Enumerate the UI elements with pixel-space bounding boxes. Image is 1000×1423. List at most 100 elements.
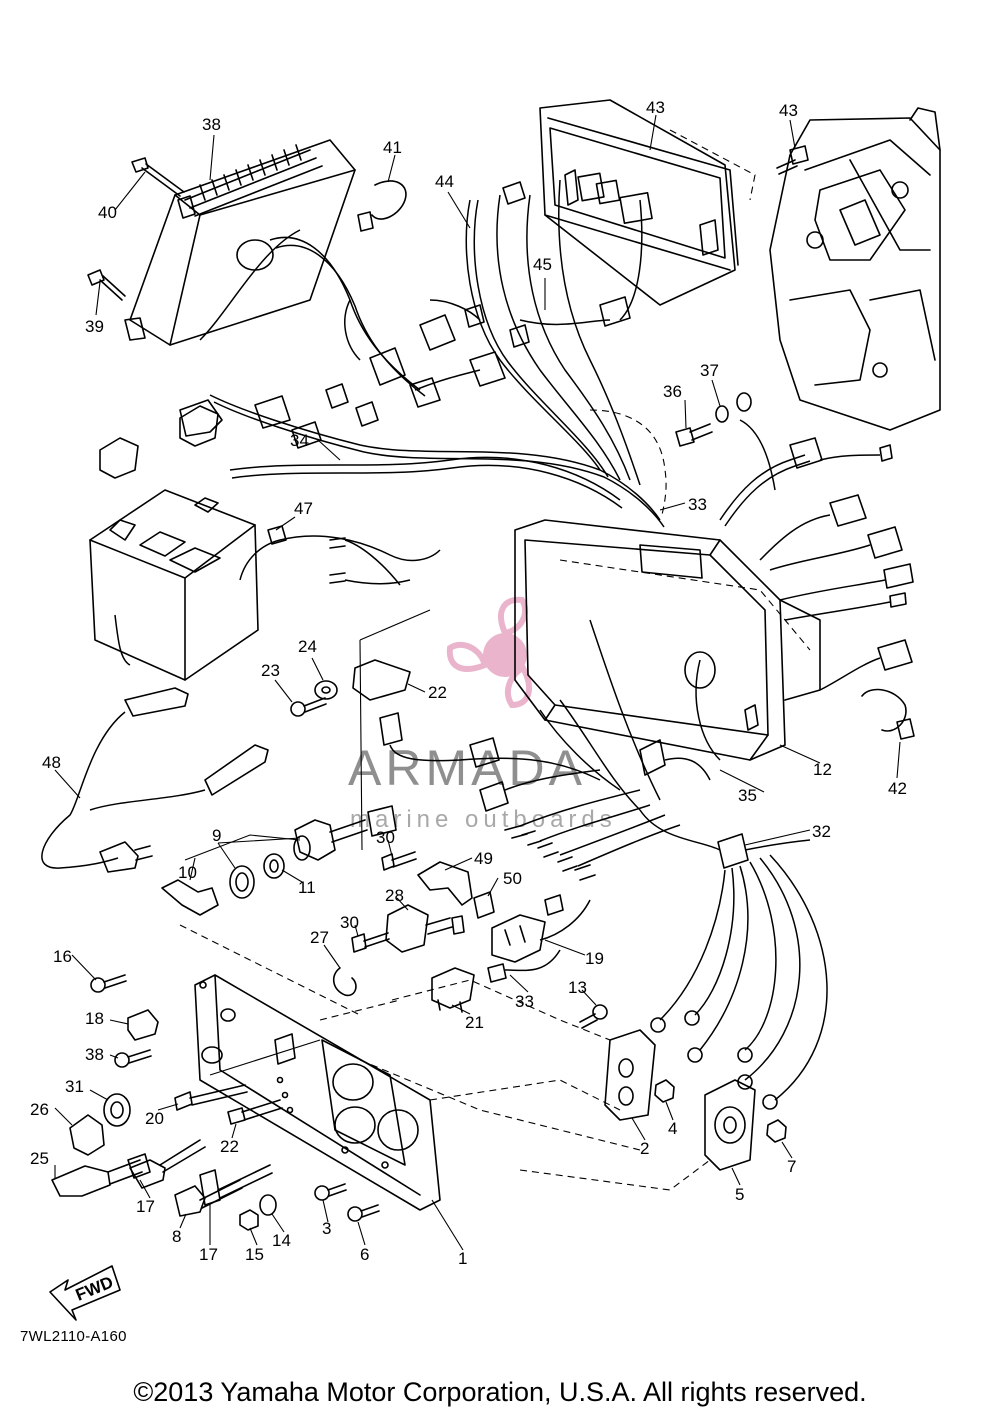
- callout-32: 32: [812, 822, 831, 841]
- callout-47: 45: [533, 255, 552, 274]
- part-2-receptacle: [604, 1029, 656, 1121]
- part-17-fuse-holder: [129, 1139, 273, 1206]
- part-10-knob: [161, 865, 255, 916]
- diagram-code: 7WL2110-A160: [20, 1328, 127, 1345]
- callout-1: 1: [458, 1249, 467, 1268]
- bullet-terminals: [504, 789, 681, 881]
- battery-terminal-covers: [99, 405, 219, 479]
- part-38-washer: [715, 392, 752, 423]
- callout-21: 21: [465, 1013, 484, 1032]
- callout-14: 14: [272, 1231, 291, 1250]
- callout-5: 5: [735, 1185, 744, 1204]
- callout-6: 6: [360, 1245, 369, 1264]
- part-26-breaker: [51, 1153, 151, 1197]
- part-43-clamp-right: [861, 688, 915, 740]
- part-48-wire: [114, 525, 441, 666]
- part-33-wire: [487, 949, 561, 983]
- callout-40: 38: [202, 115, 221, 134]
- part-16-screw: [90, 974, 127, 993]
- callout-46: 44: [435, 172, 454, 191]
- part-28-clip: [332, 967, 357, 997]
- callout-38: 37: [700, 361, 719, 380]
- callout-10: 10: [178, 863, 197, 882]
- callout-25: 24: [298, 637, 317, 656]
- callout-leaders: [54, 114, 901, 1251]
- part-11-ring: [263, 853, 285, 879]
- callout-15: 15: [245, 1245, 264, 1264]
- part-25-washer: [314, 680, 338, 700]
- part-22-wire: [227, 1099, 283, 1125]
- engine-block: [769, 107, 941, 431]
- callout-43: 41: [383, 138, 402, 157]
- part-31-ring: [103, 1093, 131, 1127]
- callout-19: 19: [585, 949, 604, 968]
- callout-22: 22: [220, 1137, 239, 1156]
- callout-17b: 17: [199, 1245, 218, 1264]
- callout-49: 48: [42, 753, 61, 772]
- bracket-leader-9: [184, 834, 301, 861]
- callout-31: 31: [65, 1077, 84, 1096]
- part-20-wire: [174, 1084, 248, 1111]
- callout-23: 22: [428, 683, 447, 702]
- copyright-notice: ©2013 Yamaha Motor Corporation, U.S.A. A…: [133, 1377, 867, 1407]
- part-24-screw: [290, 697, 327, 717]
- callout-41: 39: [85, 317, 104, 336]
- part-18-switch: [127, 1009, 159, 1041]
- right-side-leads: [719, 419, 914, 691]
- callout-numbers: 38 40 39 41 44 43 43 45 36 37 33 34 47 2…: [30, 98, 907, 1268]
- callout-13: 13: [568, 978, 587, 997]
- callout-2: 2: [640, 1139, 649, 1158]
- callout-30: 30: [376, 828, 395, 847]
- part-27-knob: [69, 1114, 105, 1156]
- part-44-control-board: [539, 99, 756, 306]
- harness-connectors: [179, 181, 631, 449]
- part-5-twist-lock-receptacle: [704, 1079, 756, 1171]
- callout-29: 28: [385, 886, 404, 905]
- part-29-switch: [385, 904, 465, 953]
- callout-42: 40: [98, 203, 117, 222]
- callout-48: 47: [294, 499, 313, 518]
- part-41-bolt: [87, 269, 126, 301]
- part-8-terminal: [174, 1179, 243, 1217]
- battery: [89, 489, 259, 681]
- callout-27: 26: [30, 1100, 49, 1119]
- callout-26: 25: [30, 1149, 49, 1168]
- callout-50: 49: [474, 849, 493, 868]
- fwd-arrow-icon: FWD: [49, 1265, 121, 1321]
- callout-9: 9: [212, 826, 221, 845]
- callout-43b: 42: [888, 779, 907, 798]
- box-outline-dashed: [359, 609, 431, 851]
- propeller-logo-icon: [446, 596, 533, 709]
- callout-4: 4: [668, 1119, 677, 1138]
- part-36-harness: [379, 619, 721, 812]
- part-43-clamp: [357, 180, 407, 232]
- callout-12: 12: [813, 760, 832, 779]
- part-3-screw: [314, 1183, 347, 1201]
- main-wire-harness: [199, 179, 667, 528]
- callout-35: 34: [290, 431, 309, 450]
- part-49-power-cord: [41, 687, 269, 873]
- callout-51: 50: [503, 869, 522, 888]
- callout-34: 33: [688, 495, 707, 514]
- callout-30b: 30: [340, 913, 359, 932]
- watermark-brand: ARMADA: [348, 740, 586, 796]
- callout-17: 17: [136, 1197, 155, 1216]
- part-14-washer: [259, 1194, 277, 1216]
- part-23-cover: [352, 659, 411, 701]
- part-30-screw: [351, 851, 417, 953]
- callout-7: 7: [787, 1157, 796, 1176]
- part-40-control-unit: [124, 139, 356, 346]
- callout-45: 43: [779, 101, 798, 120]
- callout-8: 8: [172, 1227, 181, 1246]
- callout-18: 18: [85, 1009, 104, 1028]
- part-6-screw: [347, 1204, 380, 1222]
- part-4-nut: [654, 1079, 675, 1103]
- part-9-switch: [293, 805, 397, 861]
- callout-20: 20: [145, 1109, 164, 1128]
- callout-39: 38: [85, 1045, 104, 1064]
- callout-11: 11: [298, 878, 316, 897]
- callout-33: 33: [515, 992, 534, 1011]
- part-32-harness: [639, 809, 828, 1110]
- part-51-clip: [473, 891, 495, 919]
